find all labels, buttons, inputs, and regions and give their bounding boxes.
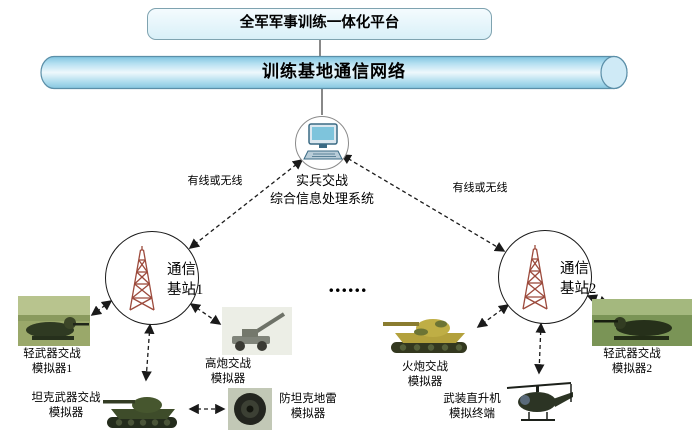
- soldier1-image: [18, 296, 90, 346]
- link-station1-tank: [141, 323, 155, 382]
- helicopter-label: 武装直升机 模拟终端: [443, 393, 501, 421]
- link-station1-aagun: [189, 303, 222, 325]
- link-label-left: 有线或无线: [187, 175, 243, 187]
- helicopter-image: [503, 376, 575, 438]
- artillery-label: 火炮交战 模拟器: [402, 361, 448, 389]
- link-station1-soldier1: [90, 300, 113, 316]
- station1-label: 通信 基站1: [167, 262, 204, 298]
- soldier2-image: [592, 299, 692, 346]
- processor-label: 实兵交战 综合信息处理系统: [269, 173, 374, 206]
- mine-image: [228, 388, 272, 430]
- link-station2-artillery: [476, 304, 510, 328]
- link-computer-station2: [340, 154, 506, 252]
- network-bus-label: 训练基地通信网络: [262, 62, 406, 81]
- network-bus-cylinder: [40, 55, 628, 90]
- mine-label: 防坦克地雷 模拟器: [279, 393, 337, 421]
- soldier1-label: 轻武器交战 模拟器1: [23, 348, 81, 376]
- soldier2-label: 轻武器交战 模拟器2: [603, 348, 661, 376]
- station2-label: 通信 基站2: [560, 261, 597, 297]
- ellipsis: ......: [328, 272, 368, 297]
- computer-icon: [301, 121, 345, 165]
- tank-image: [103, 384, 185, 432]
- platform-title: 全军军事训练一体化平台: [239, 15, 400, 31]
- radio-tower-icon-left: [124, 246, 160, 314]
- link-station2-helicopter: [534, 322, 546, 375]
- dashed-link-arrows: [90, 154, 610, 415]
- aa-gun-label: 高炮交战 模拟器: [205, 358, 251, 386]
- solid-connectors: [319, 40, 323, 115]
- radio-tower-icon-right: [517, 245, 553, 313]
- artillery-tank-image: [383, 309, 475, 357]
- platform-box: [147, 8, 492, 40]
- link-computer-station1: [188, 159, 304, 249]
- tank-sim-label: 坦克武器交战 模拟器: [31, 392, 101, 420]
- link-label-right: 有线或无线: [452, 182, 508, 194]
- aa-gun-image: [222, 307, 292, 355]
